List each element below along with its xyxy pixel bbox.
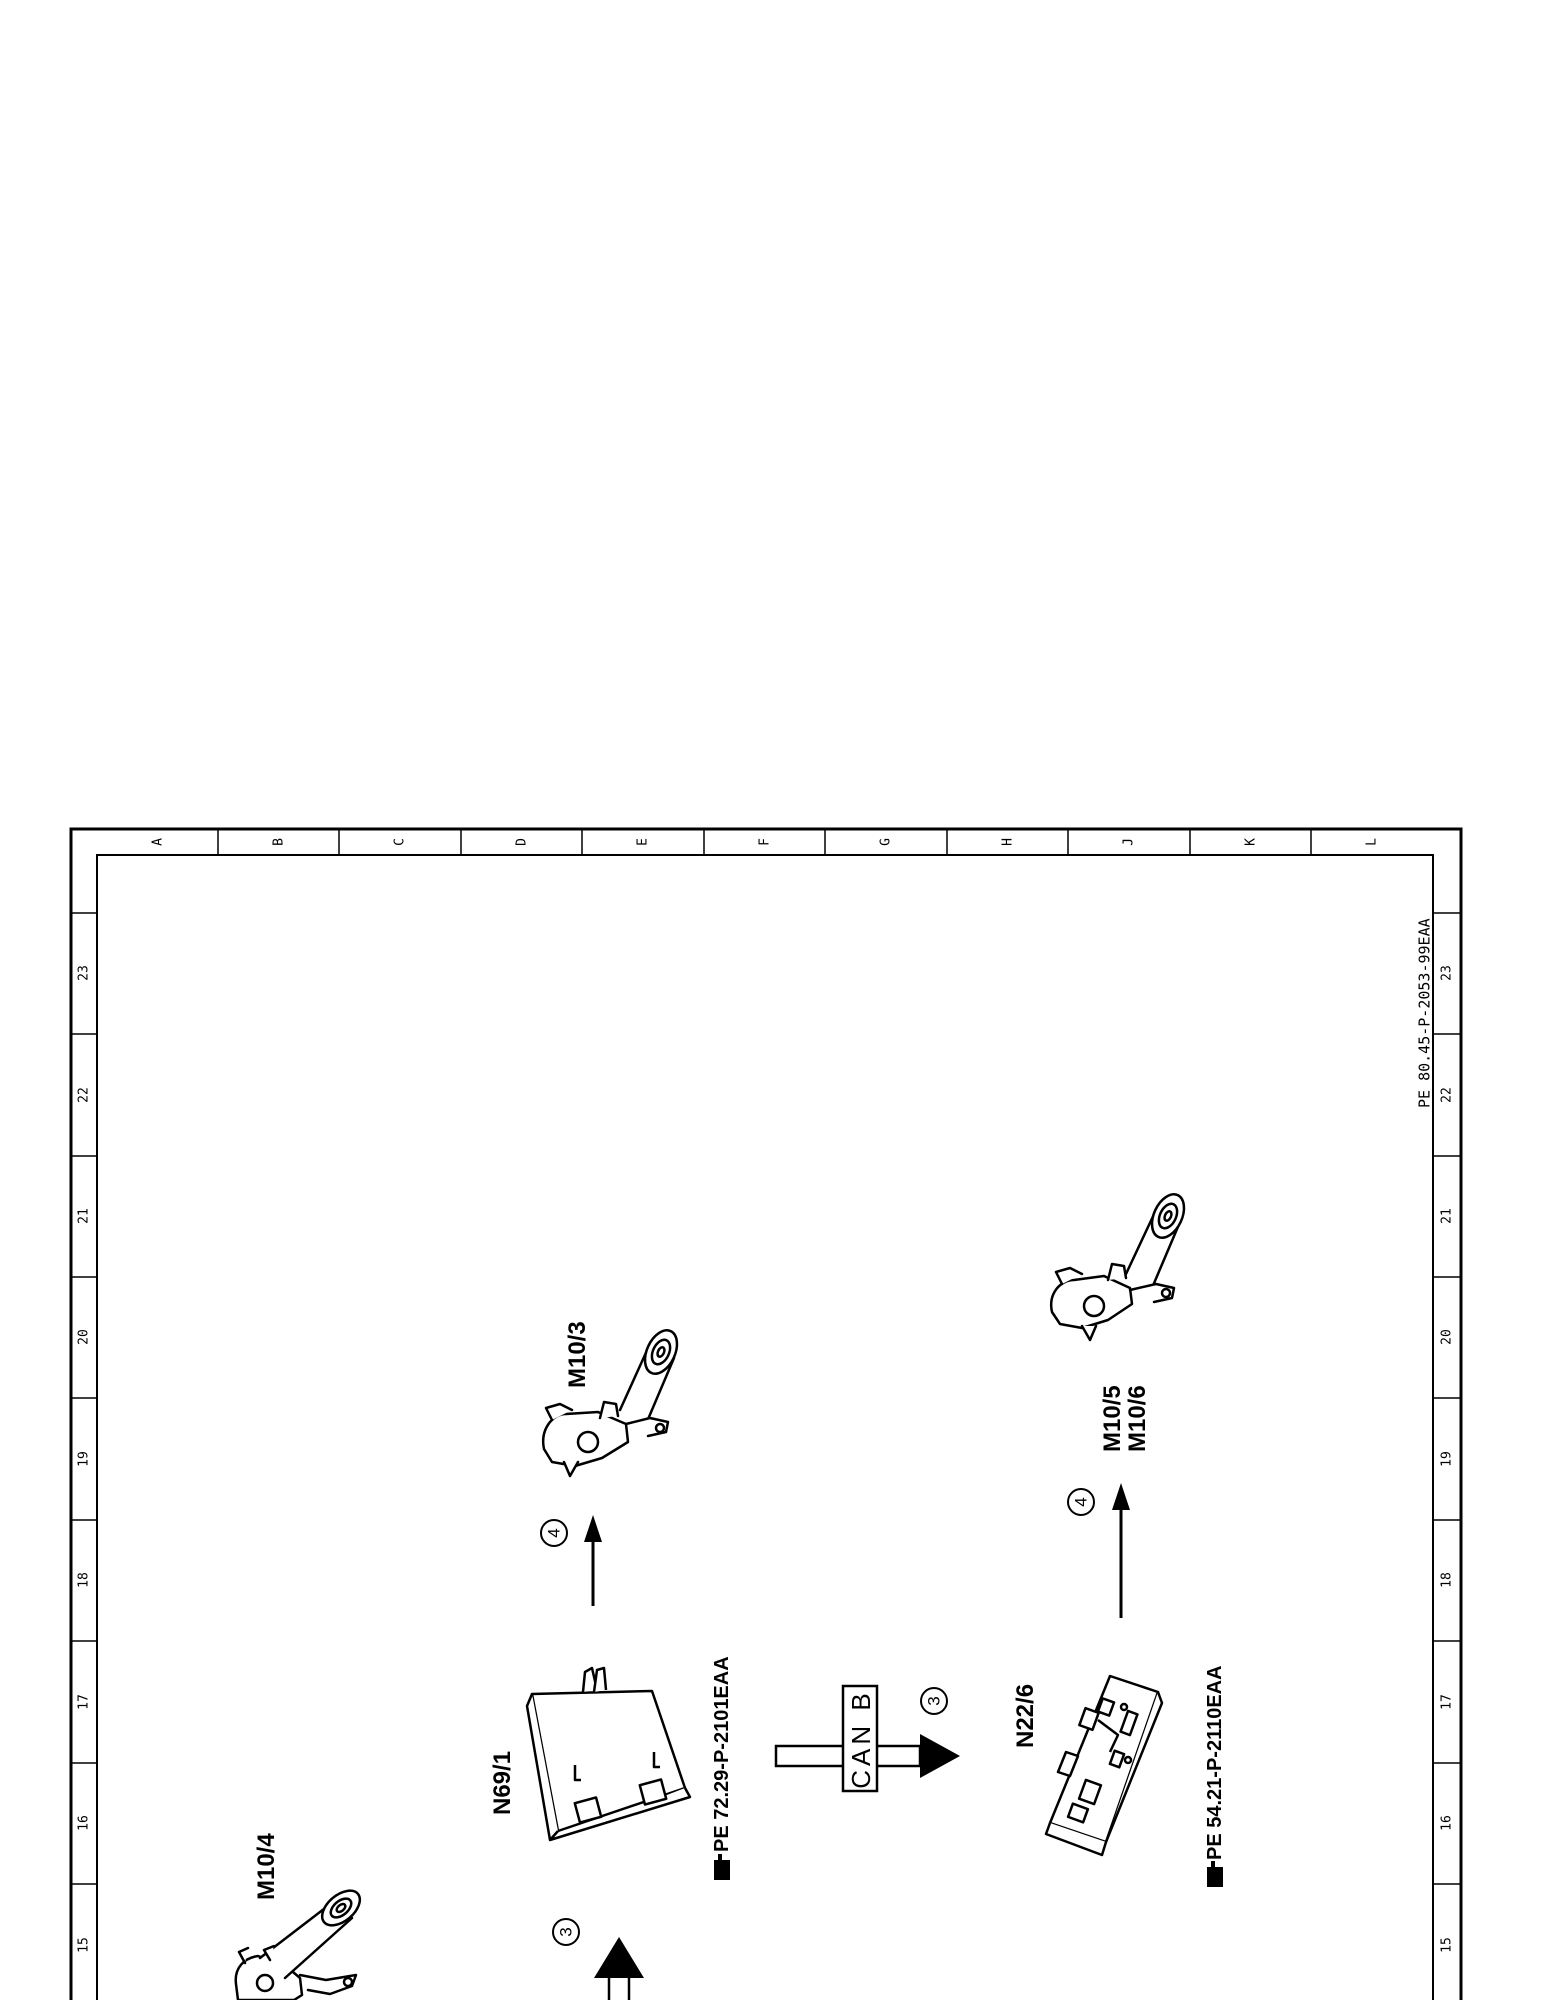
hand-pointer-icon — [714, 1854, 730, 1880]
column-letters: A B C D E F G H J K L — [151, 838, 1380, 846]
document-number: PE 80.45-P-2053-99EAA — [1416, 918, 1434, 1108]
col-letter: B — [272, 838, 287, 846]
n69-1-label: N69/1 — [489, 1751, 516, 1815]
row-number: 16 — [1440, 1815, 1455, 1831]
col-letter: H — [1001, 838, 1016, 846]
circle-marker-4-upper: 4 — [540, 1519, 568, 1547]
row-number: 23 — [1440, 965, 1455, 981]
circle-marker-4-lower: 4 — [1067, 1488, 1095, 1516]
row-number: 22 — [77, 1087, 92, 1103]
row-numbers-left: 23 22 21 20 19 18 17 16 15 — [77, 965, 92, 1953]
can-arrow-upward — [594, 1937, 644, 2000]
col-letter: F — [758, 838, 773, 846]
row-dividers-right — [1433, 912, 1461, 1885]
row-number: 19 — [77, 1451, 92, 1467]
row-number: 22 — [1440, 1087, 1455, 1103]
n22-6-module-drawing — [1044, 1674, 1164, 1857]
col-letter: A — [151, 838, 166, 846]
arrow-n22-6-to-m10-5-6 — [1112, 1483, 1130, 1618]
col-letter: C — [393, 838, 408, 846]
column-dividers — [217, 829, 1312, 855]
col-letter: J — [1122, 838, 1137, 846]
row-number: 17 — [1440, 1694, 1455, 1710]
circle-marker-3-bottom-text: 3 — [557, 1927, 576, 1936]
row-number: 18 — [77, 1572, 92, 1588]
n69-1-reference: PE 72.29-P-2101EAA — [711, 1656, 733, 1852]
col-letter: K — [1244, 838, 1259, 846]
row-number: 16 — [77, 1815, 92, 1831]
col-letter: D — [515, 838, 530, 846]
n22-6-label: N22/6 — [1012, 1684, 1039, 1748]
circle-marker-3-bottom: 3 — [552, 1918, 580, 1946]
n22-6-reference: PE 54.21-P-2110EAA — [1204, 1665, 1226, 1860]
row-number: 18 — [1440, 1572, 1455, 1588]
row-number: 17 — [77, 1694, 92, 1710]
can-b-label-box: CAN B — [841, 1684, 879, 1793]
drawing-frame — [69, 827, 1463, 2000]
circle-marker-4-lower-text: 4 — [1072, 1497, 1091, 1506]
hand-pointer-icon — [1207, 1861, 1223, 1887]
row-dividers-left — [71, 912, 97, 1885]
col-letter: E — [636, 838, 651, 846]
row-numbers-right: 23 22 21 20 19 18 17 16 15 — [1440, 965, 1455, 1953]
row-number: 19 — [1440, 1451, 1455, 1467]
can-b-label: CAN B — [846, 1689, 876, 1788]
m10-4-label: M10/4 — [253, 1833, 280, 1900]
m10-3-motor-drawing — [541, 1329, 679, 1478]
row-number: 23 — [77, 965, 92, 981]
m10-4-motor-drawing — [234, 1889, 362, 2000]
row-number: 21 — [1440, 1208, 1455, 1224]
row-number: 15 — [77, 1937, 92, 1953]
row-number: 21 — [77, 1208, 92, 1224]
circle-marker-3-can: 3 — [920, 1687, 948, 1715]
m10-5-6-motor-drawing — [1049, 1193, 1186, 1342]
m10-5-label: M10/5 — [1099, 1385, 1126, 1452]
circle-marker-3-can-text: 3 — [925, 1696, 944, 1705]
circle-marker-4-upper-text: 4 — [545, 1528, 564, 1537]
col-letter: L — [1365, 838, 1380, 846]
col-letter: G — [879, 838, 894, 846]
row-number: 15 — [1440, 1937, 1455, 1953]
arrow-n69-1-to-m10-3 — [584, 1515, 602, 1606]
n69-1-module-drawing — [525, 1666, 692, 1842]
row-number: 20 — [77, 1329, 92, 1345]
m10-3-label: M10/3 — [564, 1321, 591, 1388]
m10-6-label: M10/6 — [1124, 1385, 1151, 1452]
row-number: 20 — [1440, 1329, 1455, 1345]
